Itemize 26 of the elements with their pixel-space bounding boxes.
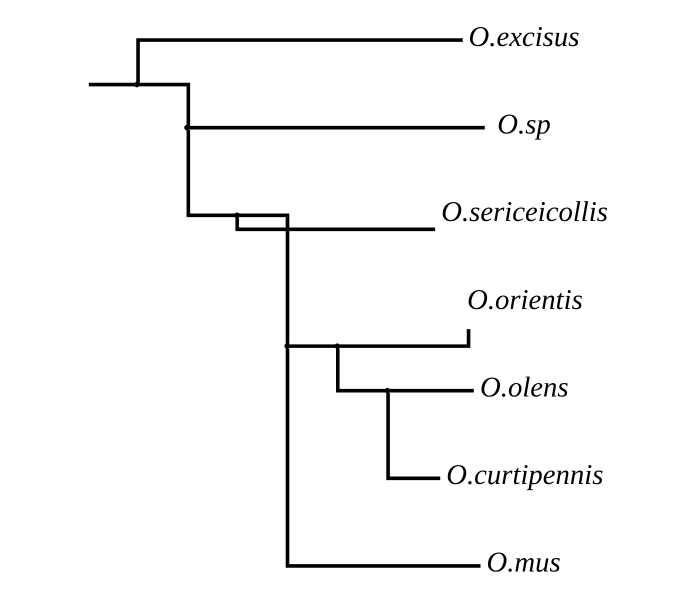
connector	[285, 348, 480, 568]
node-point	[134, 82, 140, 88]
connector	[386, 392, 440, 480]
connector	[339, 329, 470, 348]
node-point	[184, 124, 190, 130]
connector	[88, 82, 134, 86]
connector	[138, 82, 190, 126]
node-point	[284, 343, 290, 349]
connector	[238, 214, 289, 344]
connector	[188, 126, 484, 130]
connector	[136, 38, 462, 83]
node-text: O.orientis	[466, 284, 582, 316]
connector	[234, 218, 435, 232]
node-text: O.sericeicollis	[440, 196, 608, 228]
node-text: O.mus	[486, 546, 560, 579]
node-point	[334, 343, 340, 349]
node-point	[384, 388, 390, 394]
node-text: O.excisus	[468, 20, 579, 53]
node-text: O.curtipennis	[446, 459, 603, 492]
connector	[186, 130, 234, 218]
node-text: O.sp	[496, 108, 550, 140]
connector	[389, 388, 474, 392]
connector	[336, 348, 385, 392]
node-text: O.olens	[480, 371, 568, 404]
connector	[288, 344, 335, 348]
node-point	[234, 212, 240, 218]
